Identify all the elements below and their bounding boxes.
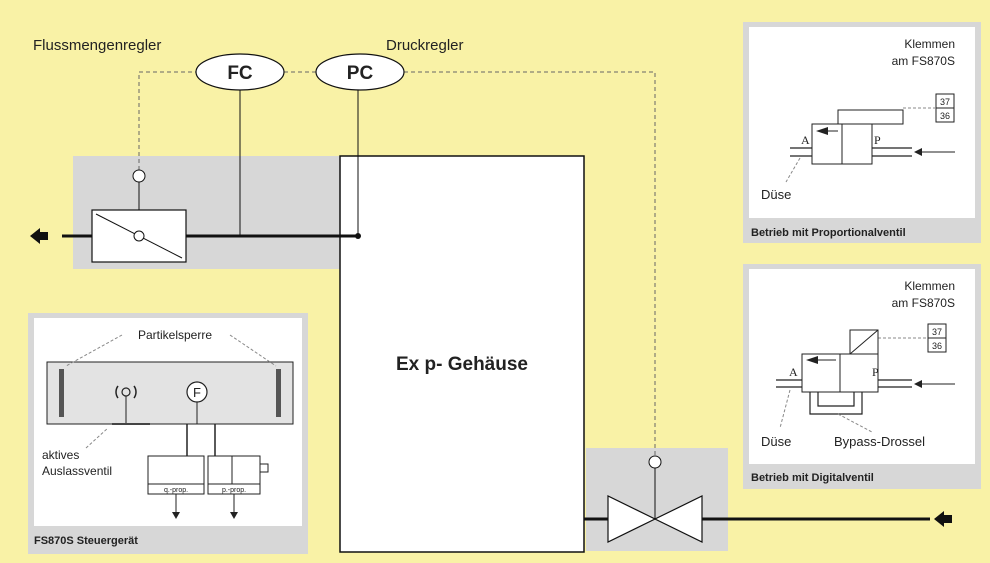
fc-label: FC [227, 63, 253, 84]
dig-nozzle-callout [779, 389, 791, 429]
prop-terminal-36: 36 [940, 111, 950, 121]
prop-port-a: A [801, 133, 810, 147]
q-prop-exhaust-icon [172, 512, 180, 519]
flow-sensor-label: F [193, 385, 201, 400]
flow-controller-title: Flussmengenregler [33, 37, 161, 54]
dig-valve-arrow-icon [806, 356, 818, 364]
dig-terminals-label-1: Klemmen [904, 279, 955, 293]
pc-label: PC [347, 63, 374, 84]
digital-valve-panel: Klemmen am FS870S 37 36 A P Düse Bypass-… [743, 264, 981, 489]
prop-solenoid [837, 109, 904, 125]
p-prop-actuator [259, 463, 269, 473]
q-prop-label: q.-prop. [164, 487, 188, 494]
sensor-chamber [46, 361, 294, 425]
prop-nozzle-label: Düse [761, 187, 791, 202]
bypass-label: Bypass-Drossel [834, 434, 925, 449]
inlet-valve-left [607, 495, 657, 543]
dig-inlet-arrow-icon [914, 380, 922, 388]
bypass-channel-outer [809, 392, 863, 415]
bypass-callout [837, 413, 873, 433]
outlet-valve-label-1: aktives [42, 448, 79, 462]
fc-signal-line [138, 71, 196, 170]
flow-valve-actuator [132, 169, 146, 183]
prop-terminals-label-2: am FS870S [892, 54, 955, 68]
digital-caption: Betrieb mit Digitalventil [751, 472, 874, 484]
prop-terminal-37: 37 [940, 97, 950, 107]
inlet-valve-right [653, 495, 703, 543]
outlet-valve-label-2: Auslassventil [42, 464, 112, 478]
p-prop-label: p.-prop. [222, 487, 246, 494]
dig-terminal-37: 37 [932, 327, 942, 337]
ex-p-enclosure [339, 155, 585, 553]
enclosure-label: Ex p- Gehäuse [396, 354, 528, 375]
particle-barrier-label: Partikelsperre [138, 328, 212, 342]
prop-valve-arrow-icon [816, 127, 828, 135]
barrier-callout-right [229, 334, 277, 367]
dig-solenoid-diagonal [849, 329, 879, 355]
pressure-controller-title: Druckregler [386, 37, 464, 54]
dig-terminals-label-2: am FS870S [892, 296, 955, 310]
fc-controller [195, 53, 285, 91]
prop-terminals-label-1: Klemmen [904, 37, 955, 51]
prop-port-p: P [874, 133, 881, 147]
inlet-valve-actuator [648, 455, 662, 469]
dig-port-p: P [872, 365, 879, 379]
proportional-caption: Betrieb mit Proportionalventil [751, 227, 906, 239]
steuergeraet-panel: Partikelsperre F aktives Auslassventil q… [28, 313, 308, 554]
barrier-callout-left [65, 334, 123, 367]
rotate-icon [115, 385, 137, 399]
prop-inlet-arrow-icon [914, 148, 922, 156]
q-prop-valve [147, 455, 205, 485]
proportional-valve-panel: Klemmen am FS870S 37 36 A P Düse Betrieb… [743, 22, 981, 243]
flow-valve-center [133, 230, 145, 242]
p-prop-exhaust-icon [230, 512, 238, 519]
dig-nozzle-label: Düse [761, 434, 791, 449]
p-prop-valve [207, 455, 261, 485]
dig-terminal-36: 36 [932, 341, 942, 351]
steuergeraet-caption: FS870S Steuergerät [34, 535, 138, 547]
outlet-arrow-icon [30, 228, 48, 244]
bypass-channel-inner [817, 392, 855, 407]
inlet-arrow-icon [934, 511, 952, 527]
dig-port-a: A [789, 365, 798, 379]
particle-barrier-right [276, 369, 281, 417]
pc-controller [315, 53, 405, 91]
particle-barrier-left [59, 369, 64, 417]
